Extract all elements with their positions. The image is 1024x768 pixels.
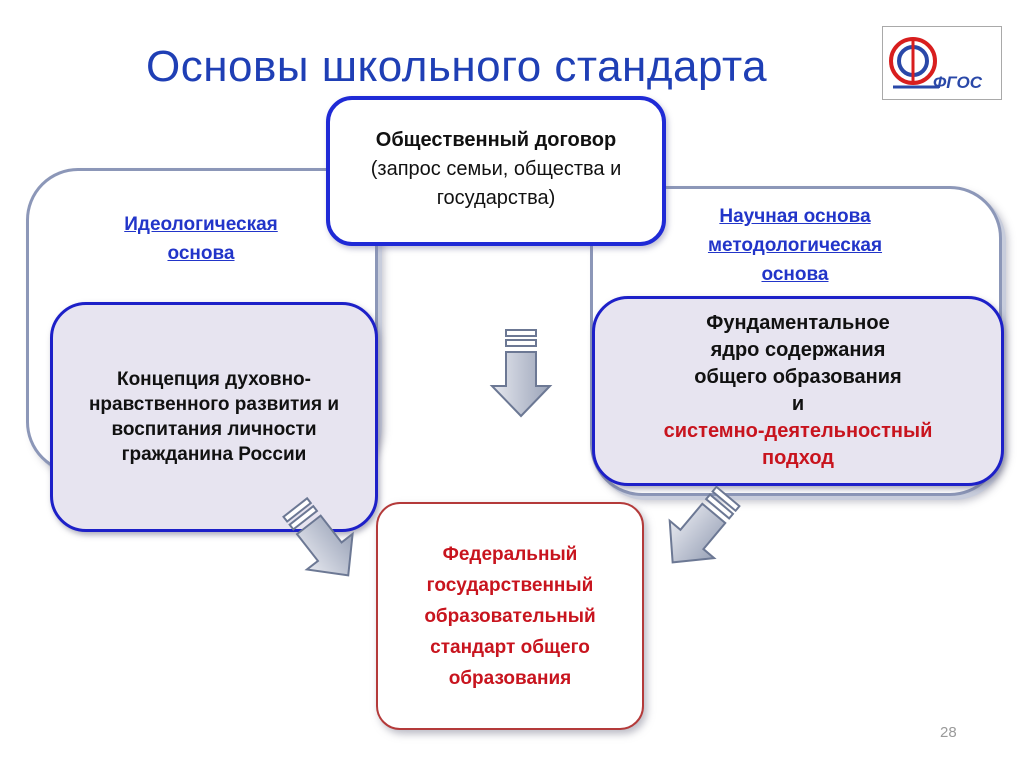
down-left-arrow-icon xyxy=(668,485,741,564)
core-line-2: ядро содержания xyxy=(710,339,886,361)
ideological-basis-label: Идеологическая основа xyxy=(70,210,332,268)
concept-line-4: гражданина России xyxy=(121,444,307,465)
core-line-4: и xyxy=(791,393,805,415)
core-red-line-2: подход xyxy=(761,447,834,469)
core-line-3: общего образования xyxy=(694,366,902,388)
scientific-label-line-1: Научная основа xyxy=(719,206,871,227)
social-contract-line-2: (запрос семьи, общества и xyxy=(370,158,622,180)
core-line-1: Фундаментальное xyxy=(706,312,890,334)
down-right-arrow-icon xyxy=(282,496,354,577)
fundamental-core-box: Фундаментальное ядро содержания общего о… xyxy=(592,296,1004,486)
concept-line-2: нравственного развития и xyxy=(88,394,340,415)
standard-line-3: образовательный xyxy=(424,605,596,627)
logo-text: ФГОС xyxy=(933,73,982,92)
slide-title: Основы школьного стандарта xyxy=(146,42,768,91)
social-contract-line-3: государства) xyxy=(436,187,556,209)
scientific-basis-label: Научная основа методологическая основа xyxy=(650,202,940,289)
concept-line-1: Концепция духовно- xyxy=(116,369,311,390)
spiritual-moral-concept-box: Концепция духовно- нравственного развити… xyxy=(50,302,378,532)
concept-line-3: воспитания личности xyxy=(111,419,317,440)
core-red-line-1: системно-деятельностный xyxy=(663,420,933,442)
social-contract-box: Общественный договор (запрос семьи, обще… xyxy=(326,96,666,246)
fgos-emblem-icon xyxy=(889,37,939,89)
standard-line-4: стандарт общего xyxy=(430,636,590,658)
standard-line-5: образования xyxy=(448,667,572,689)
page-number: 28 xyxy=(940,724,957,741)
down-arrow-icon xyxy=(489,329,553,418)
fgos-standard-box: Федеральный государственный образователь… xyxy=(376,502,644,730)
standard-line-1: Федеральный xyxy=(442,543,578,565)
ideological-label-line-1: Идеологическая xyxy=(124,214,278,235)
standard-line-2: государственный xyxy=(426,574,594,596)
social-contract-title: Общественный договор xyxy=(375,129,617,151)
fgos-logo: ФГОС xyxy=(882,26,1002,100)
scientific-label-line-2: методологическая xyxy=(707,235,883,256)
scientific-label-line-3: основа xyxy=(761,264,829,285)
ideological-label-line-2: основа xyxy=(167,243,235,264)
